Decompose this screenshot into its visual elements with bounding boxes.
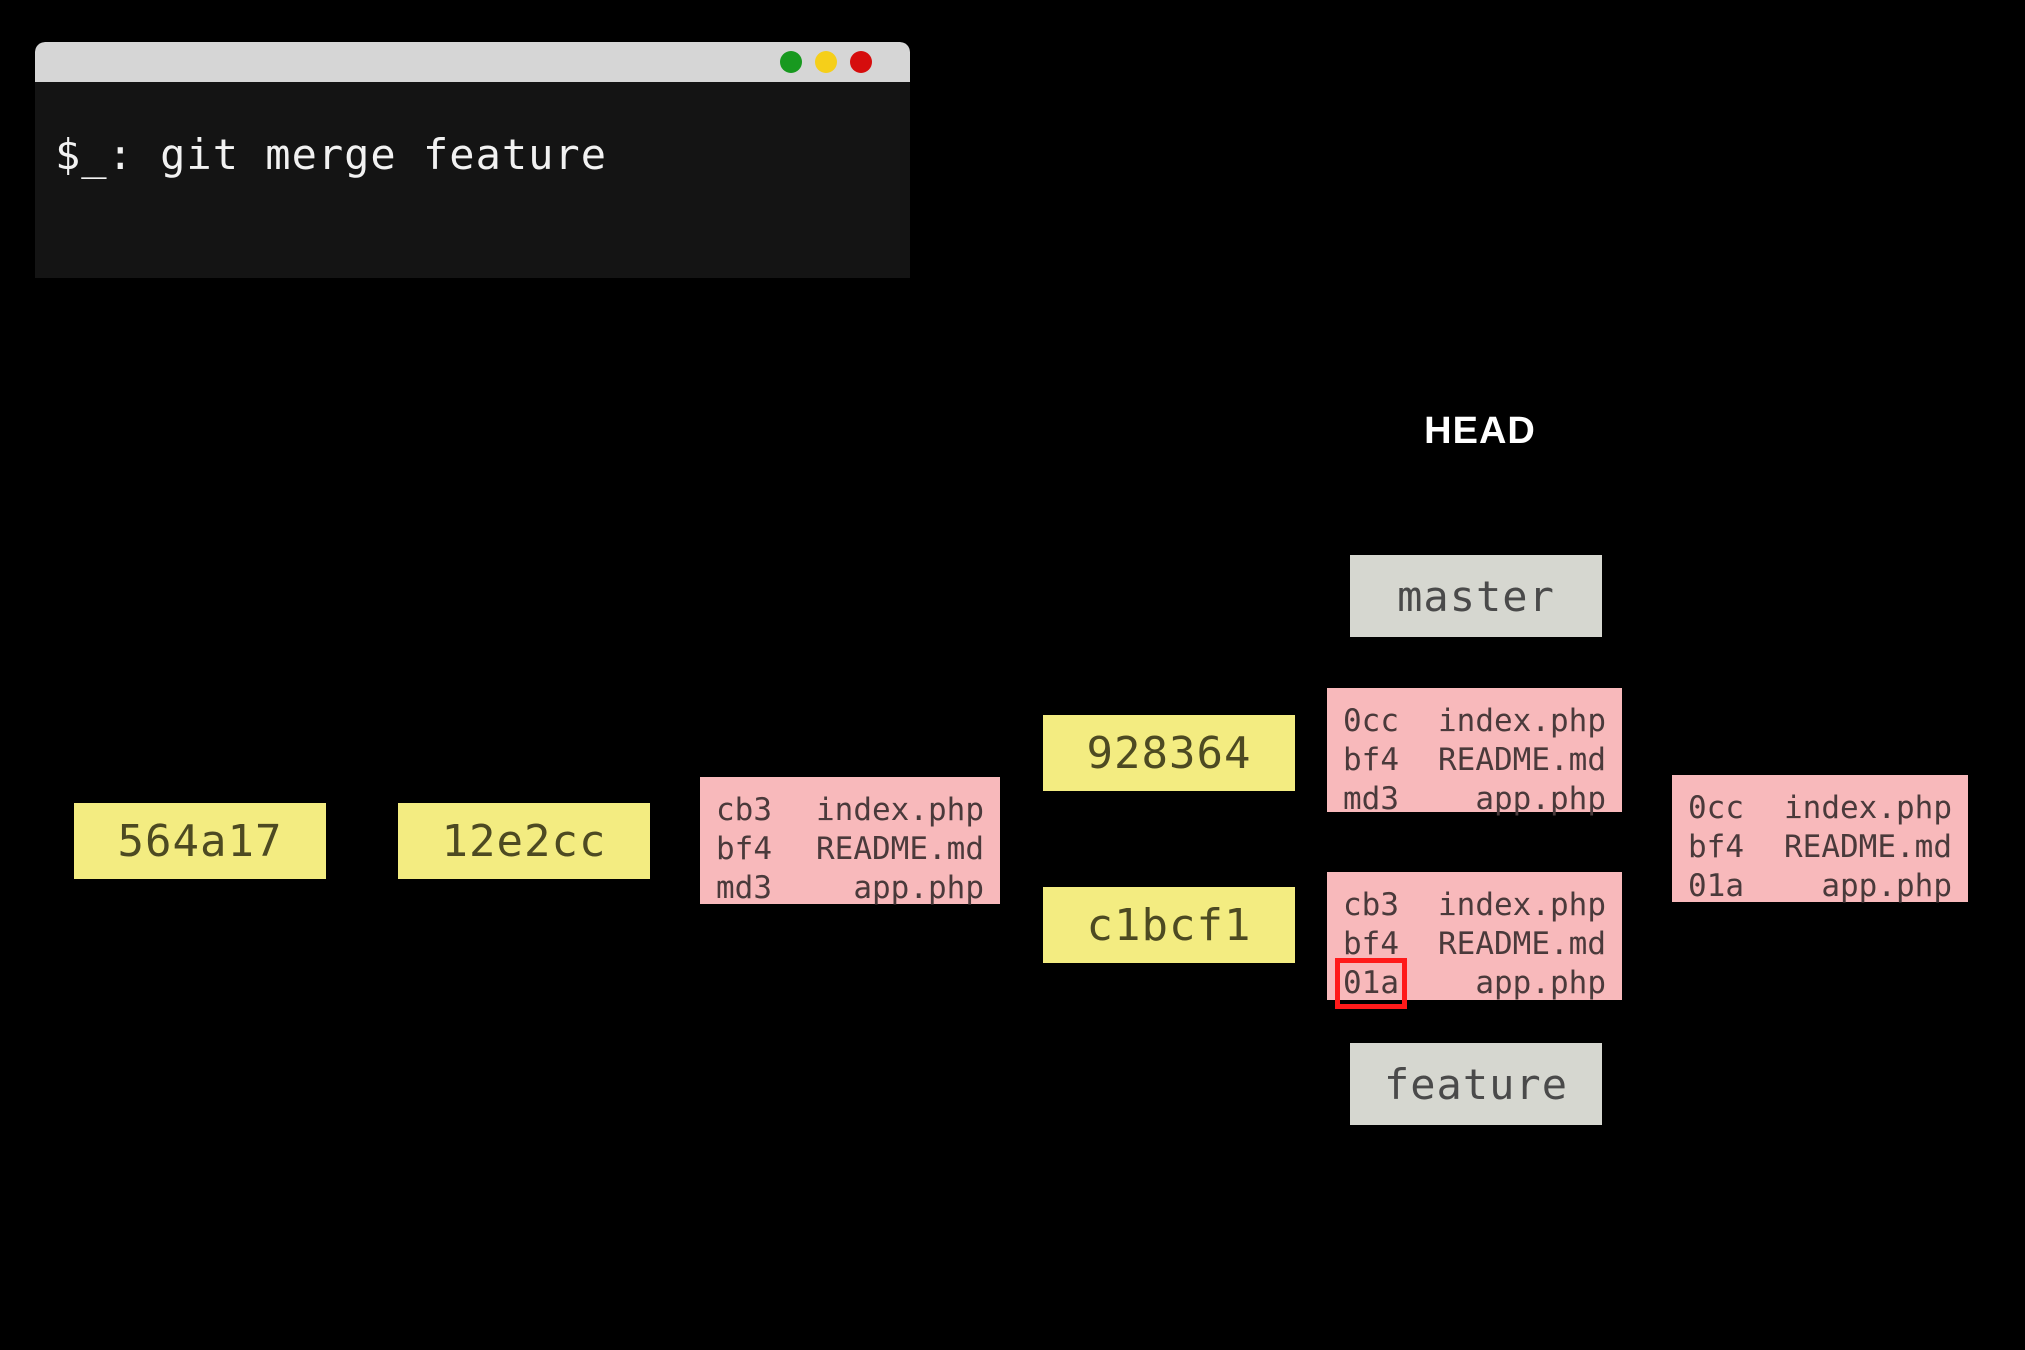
minimize-dot-icon[interactable] — [780, 51, 802, 73]
tree-box-0cc-md3[interactable]: 0cc index.php bf4 README.md md3 app.php — [1327, 688, 1622, 817]
tree-filename: app.php — [1475, 781, 1606, 818]
window-controls — [780, 51, 872, 73]
ref-box-master[interactable]: master — [1350, 555, 1602, 637]
tree-filename: index.php — [816, 792, 984, 828]
terminal-prompt-line: $_: git merge feature — [55, 130, 608, 179]
terminal-body[interactable]: $_: git merge feature — [35, 82, 910, 278]
tree-row: md3 app.php — [1343, 780, 1606, 819]
commit-box-928364[interactable]: 928364 — [1043, 715, 1295, 791]
tree-hash: md3 — [716, 870, 772, 907]
tree-hash: 0cc — [1343, 703, 1399, 739]
tree-hash: bf4 — [1343, 742, 1399, 779]
head-label: HEAD — [1424, 410, 1536, 452]
tree-hash: bf4 — [716, 831, 772, 868]
tree-box-0cc-01a[interactable]: 0cc index.php bf4 README.md 01a app.php — [1672, 775, 1968, 904]
tree-hash: 01a — [1688, 868, 1744, 905]
tree-row: 01a app.php — [1688, 867, 1952, 906]
tree-hash: bf4 — [1688, 829, 1744, 866]
tree-filename: app.php — [1821, 868, 1952, 905]
tree-hash: md3 — [1343, 781, 1399, 818]
tree-row: cb3 index.php — [716, 791, 984, 830]
tree-row: bf4 README.md — [716, 830, 984, 869]
tree-filename: index.php — [1784, 790, 1952, 826]
tree-row: bf4 README.md — [1343, 925, 1606, 964]
tree-filename: index.php — [1438, 887, 1606, 923]
tree-row: md3 app.php — [716, 869, 984, 908]
tree-filename: app.php — [853, 870, 984, 907]
terminal-titlebar[interactable] — [35, 42, 910, 82]
tree-filename: README.md — [1784, 829, 1952, 866]
tree-box-cb3-md3[interactable]: cb3 index.php bf4 README.md md3 app.php — [700, 777, 1000, 906]
tree-filename: app.php — [1475, 965, 1606, 1002]
commit-box-12e2cc[interactable]: 12e2cc — [398, 803, 650, 879]
tree-row: 0cc index.php — [1343, 702, 1606, 741]
close-dot-icon[interactable] — [850, 51, 872, 73]
maximize-dot-icon[interactable] — [815, 51, 837, 73]
tree-row: cb3 index.php — [1343, 886, 1606, 925]
tree-filename: README.md — [1438, 926, 1606, 963]
tree-hash-highlighted: 01a — [1335, 958, 1407, 1010]
commit-box-c1bcf1[interactable]: c1bcf1 — [1043, 887, 1295, 963]
tree-row: 0cc index.php — [1688, 789, 1952, 828]
tree-hash: cb3 — [1343, 887, 1399, 923]
ref-box-feature[interactable]: feature — [1350, 1043, 1602, 1125]
commit-box-564a17[interactable]: 564a17 — [74, 803, 326, 879]
terminal-window: $_: git merge feature — [35, 42, 910, 278]
tree-row: 01a app.php — [1335, 958, 1606, 1010]
tree-hash: bf4 — [1343, 926, 1399, 963]
tree-filename: index.php — [1438, 703, 1606, 739]
tree-row: bf4 README.md — [1343, 741, 1606, 780]
tree-row: bf4 README.md — [1688, 828, 1952, 867]
tree-hash: cb3 — [716, 792, 772, 828]
tree-filename: README.md — [816, 831, 984, 868]
tree-box-cb3-01a[interactable]: cb3 index.php bf4 README.md 01a app.php — [1327, 872, 1622, 1010]
tree-hash: 0cc — [1688, 790, 1744, 826]
tree-filename: README.md — [1438, 742, 1606, 779]
